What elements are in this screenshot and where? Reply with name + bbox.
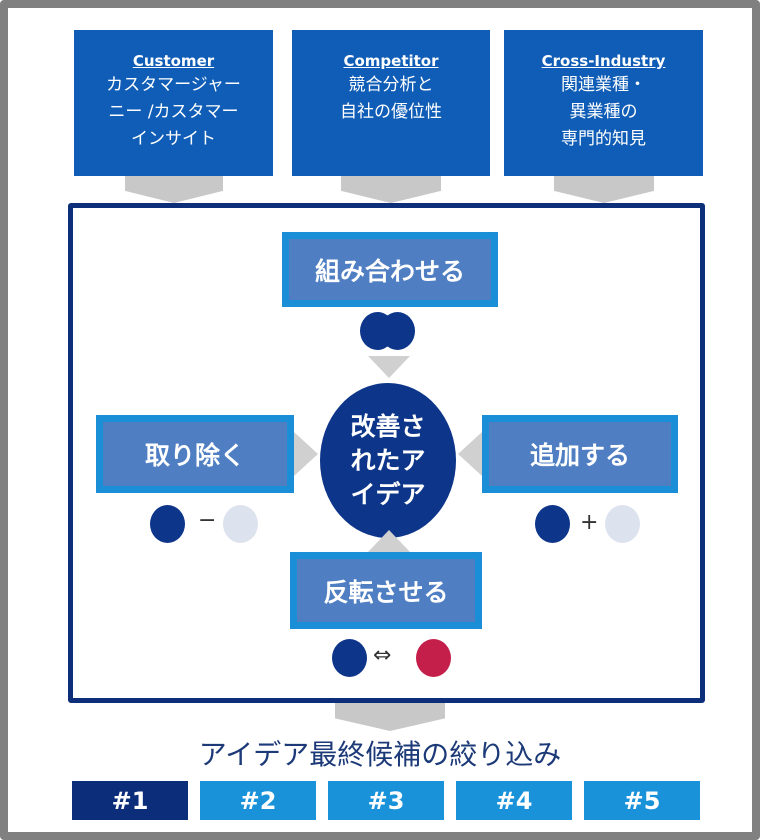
swap-symbol: ⇔ xyxy=(373,643,392,668)
source-desc: 関連業種・ 異業種の 専門的知見 xyxy=(561,75,646,149)
circle-dark-icon xyxy=(380,312,415,350)
op-reverse: 反転させる xyxy=(290,552,482,629)
source-title: Competitor xyxy=(343,52,439,70)
minus-symbol: − xyxy=(198,508,217,533)
circle-light-icon xyxy=(605,505,640,543)
source-customer: Customer カスタマージャー ニー /カスタマー インサイト xyxy=(74,30,273,176)
circle-dark-icon xyxy=(150,505,185,543)
source-desc: 競合分析と 自社の優位性 xyxy=(340,75,442,122)
op-combine: 組み合わせる xyxy=(282,232,498,307)
source-title: Customer xyxy=(132,52,215,70)
circle-red-icon xyxy=(416,639,451,677)
circle-light-icon xyxy=(223,505,258,543)
circle-dark-icon xyxy=(535,505,570,543)
op-add: 追加する xyxy=(482,415,678,493)
candidate-1[interactable]: #1 xyxy=(72,781,188,820)
op-remove: 取り除く xyxy=(96,415,294,493)
source-competitor: Competitor 競合分析と 自社の優位性 xyxy=(292,30,490,176)
candidate-3[interactable]: #3 xyxy=(328,781,444,820)
circle-dark-icon xyxy=(332,639,367,677)
plus-symbol: + xyxy=(580,510,599,535)
shortlist-title: アイデア最終候補の絞り込み xyxy=(198,738,562,771)
candidate-5[interactable]: #5 xyxy=(584,781,700,820)
source-desc: カスタマージャー ニー /カスタマー インサイト xyxy=(106,75,241,149)
candidate-4[interactable]: #4 xyxy=(456,781,572,820)
source-cross-industry: Cross-Industry 関連業種・ 異業種の 専門的知見 xyxy=(504,30,703,176)
candidate-2[interactable]: #2 xyxy=(200,781,316,820)
improved-idea-circle: 改善さ れたア イデア xyxy=(320,383,456,538)
idea-frame xyxy=(68,203,705,703)
source-title: Cross-Industry xyxy=(541,52,666,70)
